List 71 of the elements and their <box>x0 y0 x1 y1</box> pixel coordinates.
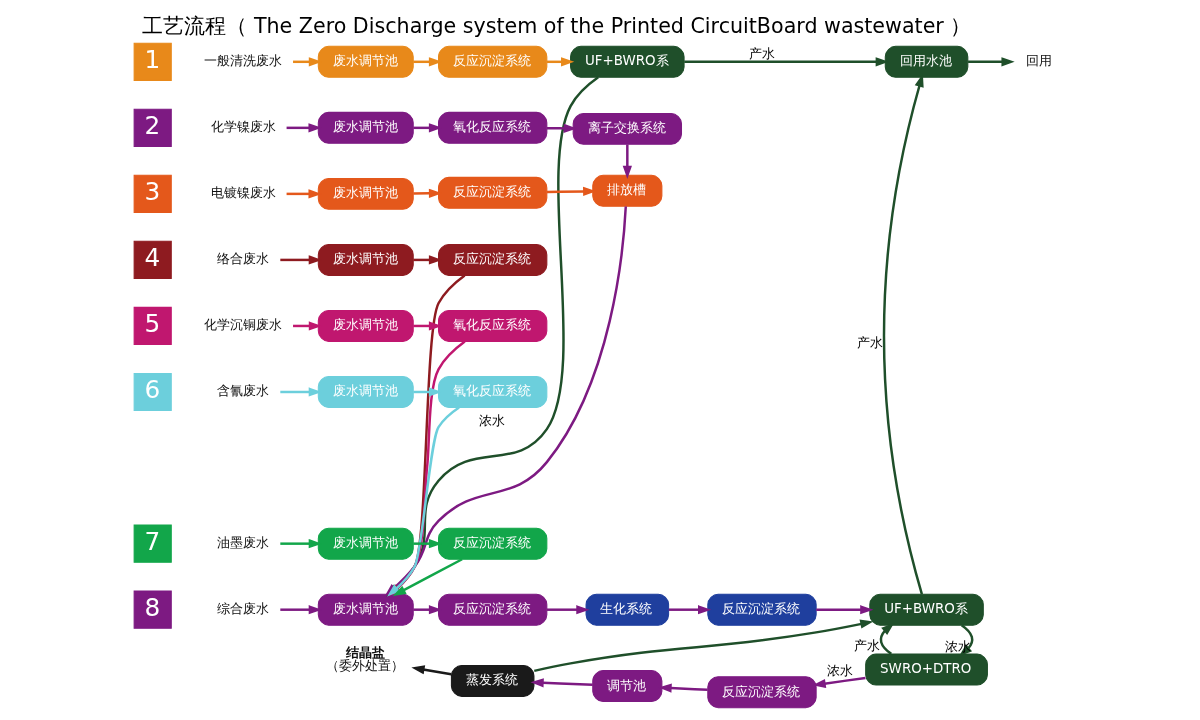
node-box: 排放槽 <box>591 174 662 207</box>
arrow <box>668 605 711 615</box>
edge-label: 浓水 <box>478 413 505 429</box>
node-text: 含氰废水 <box>216 383 269 399</box>
arrow <box>533 619 873 673</box>
node-box: SWRO+DTRO <box>864 653 988 686</box>
node-box: 氧化反应系统 <box>437 376 547 408</box>
arrow <box>546 123 577 134</box>
node-box: 废水调节池 <box>317 243 414 276</box>
node-box: 5 <box>133 306 172 346</box>
edge-label: 产水 <box>748 46 775 62</box>
node-text: 化学沉铜废水 <box>203 317 282 333</box>
arrow <box>279 387 322 397</box>
node-box: 调节池 <box>591 670 662 703</box>
node-box: 8 <box>133 590 172 629</box>
node-box: UF+BWRO系 <box>868 593 984 626</box>
arrow <box>546 605 590 615</box>
node-box: 反应沉淀系统 <box>437 527 547 560</box>
node-text: 一般清洗废水 <box>203 53 282 69</box>
node-box: 2 <box>133 108 172 147</box>
arrow <box>286 189 322 199</box>
edge-label: 浓水 <box>944 638 971 654</box>
node-box: 反应沉淀系统 <box>437 176 547 209</box>
arrow <box>546 186 596 197</box>
edge-label: 产水 <box>856 334 883 350</box>
arrow <box>683 57 889 67</box>
node-text: 回用 <box>1025 53 1052 69</box>
arrow <box>529 678 593 688</box>
arrow <box>879 622 894 655</box>
node-text: 络合废水 <box>216 251 269 267</box>
node-box: 废水调节池 <box>317 45 414 78</box>
node-box: 离子交换系统 <box>572 112 682 145</box>
arrow <box>279 255 322 265</box>
node-box: 反应沉淀系统 <box>706 593 817 626</box>
node-box: 生化系统 <box>585 593 669 626</box>
node-box: 废水调节池 <box>317 527 414 560</box>
node-box: 1 <box>133 42 172 81</box>
node-box: UF+BWRO系 <box>569 45 685 78</box>
node-box: 废水调节池 <box>317 593 414 626</box>
node-box: 反应沉淀系统 <box>437 593 547 626</box>
node-box: 反应沉淀系统 <box>706 676 817 709</box>
arrow <box>410 665 451 676</box>
node-text: 结晶盐 （委外处置） <box>325 644 404 673</box>
node-box: 反应沉淀系统 <box>437 243 547 276</box>
node-box: 废水调节池 <box>317 309 414 342</box>
arrow <box>279 539 322 549</box>
arrow <box>286 123 322 133</box>
arrow <box>967 57 1015 67</box>
node-box: 3 <box>133 174 172 213</box>
node-box: 反应沉淀系统 <box>437 45 547 78</box>
node-box: 废水调节池 <box>317 177 414 210</box>
node-box: 氧化反应系统 <box>437 111 547 144</box>
node-box: 回用水池 <box>884 45 968 78</box>
node-box: 4 <box>133 240 172 279</box>
node-box: 废水调节池 <box>317 376 414 408</box>
node-box: 废水调节池 <box>317 111 414 144</box>
node-text: 电镀镍废水 <box>210 185 276 201</box>
node-text: 油墨废水 <box>216 535 269 551</box>
node-text: 化学镍废水 <box>210 119 276 135</box>
node-box: 氧化反应系统 <box>437 309 547 342</box>
diagram-title: 工艺流程（ The Zero Discharge system of the Printed CircuitBoard wastewater ） <box>141 13 971 38</box>
edge-label: 浓水 <box>827 663 853 679</box>
node-box: 7 <box>133 524 172 563</box>
node-box: 蒸发系统 <box>450 664 534 697</box>
node-box: 6 <box>133 372 172 412</box>
arrow <box>622 144 632 180</box>
arrow <box>815 605 873 615</box>
node-text: 综合废水 <box>216 601 269 617</box>
arrow <box>392 558 463 596</box>
arrow <box>279 605 322 615</box>
edge-label: 产水 <box>853 638 880 654</box>
